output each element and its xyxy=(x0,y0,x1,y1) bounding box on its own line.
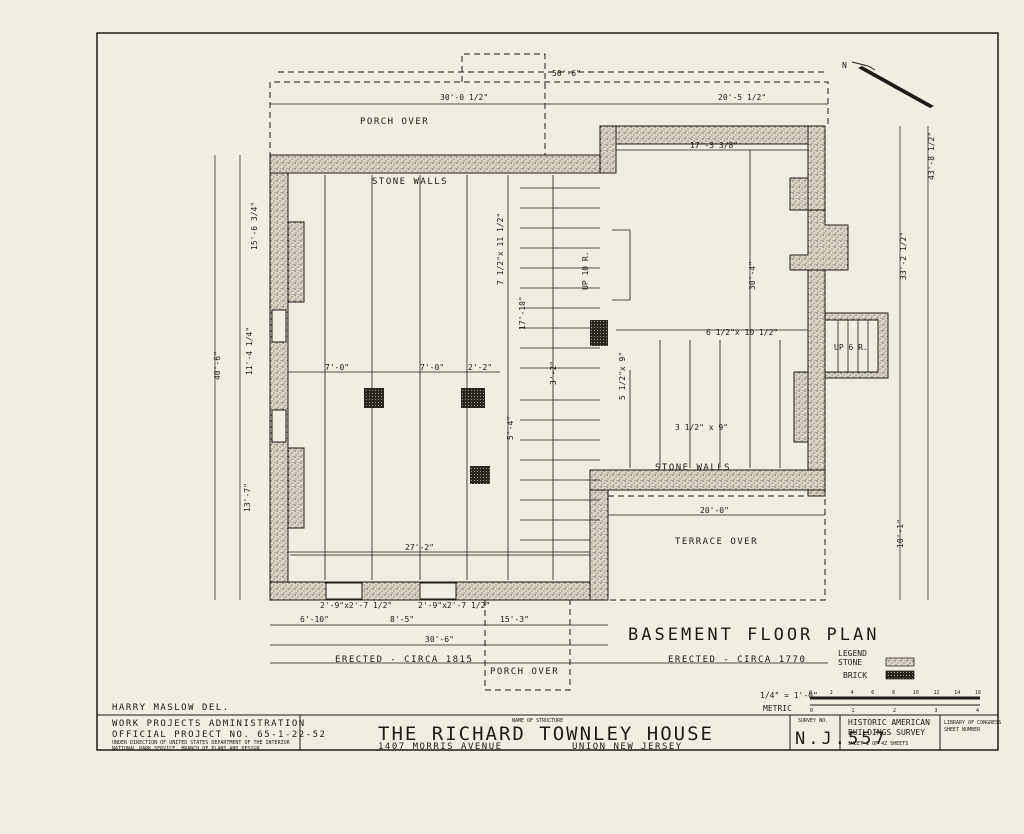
legend-brick-label: BRICK xyxy=(843,671,867,680)
dim-joist-2: 6 1/2"x 10 1/2" xyxy=(706,328,778,337)
north-label: N xyxy=(842,61,847,70)
terrace-over-label: TERRACE OVER xyxy=(675,537,758,547)
scale-tick-label: 12 xyxy=(934,690,940,696)
dim-bottom-seg-1: 6'-10" xyxy=(300,615,329,624)
porch-over-top-label: PORCH OVER xyxy=(360,117,429,127)
scale-tick-label: 10 xyxy=(913,690,919,696)
dim-left-overall: 40'-6" xyxy=(213,351,222,380)
dim-joist-4: 5 1/2"x 9" xyxy=(618,352,627,400)
structure-name: THE RICHARD TOWNLEY HOUSE xyxy=(378,723,714,745)
dim-inner-width: 27'-2" xyxy=(405,543,434,552)
erected-right-label: ERECTED - CIRCA 1770 xyxy=(668,655,806,665)
dim-right-seg-1: 33'-2 1/2" xyxy=(899,232,908,280)
agency-line-2: OFFICIAL PROJECT NO. 65-1-22-52 xyxy=(112,730,326,740)
title-block: HARRY MASLOW DEL. WORK PROJECTS ADMINIST… xyxy=(97,703,1001,752)
dim-bottom-seg-2: 8'-5" xyxy=(390,615,414,624)
scale-tick-label: 8 xyxy=(892,690,895,696)
survey-number: N.J.557 xyxy=(795,729,888,749)
agency-line-3: UNDER DIRECTION OF UNITED STATES DEPARTM… xyxy=(112,740,291,746)
location: UNION NEW JERSEY xyxy=(572,742,683,752)
dim-bay-3: 2'-2" xyxy=(468,363,492,372)
scale-tick-label: 2 xyxy=(830,690,833,696)
stone-walls-top-label: STONE WALLS xyxy=(372,177,448,187)
stone-walls xyxy=(269,125,889,601)
habs-line-2: BUILDINGS SURVEY xyxy=(848,728,925,737)
dim-right-overall: 43'-8 1/2" xyxy=(927,132,936,180)
agency-line-1: WORK PROJECTS ADMINISTRATION xyxy=(112,719,306,729)
brick-posts xyxy=(364,320,608,484)
scale-label: 1/4" = 1'-0" xyxy=(760,691,818,700)
dim-terrace-width: 20'-0" xyxy=(700,506,729,515)
dim-joist-1: 7 1/2"x 11 1/2" xyxy=(496,213,505,285)
dim-window-2: 2'-9"x2'-7 1/2" xyxy=(418,601,490,610)
north-arrow-icon: N xyxy=(842,61,934,108)
scale-metric-tick-label: 0 xyxy=(810,708,813,714)
dimension-lines xyxy=(214,103,929,664)
scale-metric-label: METRIC xyxy=(763,704,792,713)
legend-stone-swatch xyxy=(885,657,915,667)
porch-outline-bottom xyxy=(484,600,571,691)
sheet-line: SHEET 1 OF 4Z SHEETS xyxy=(848,741,908,747)
stair-up-label: UP 6 R. xyxy=(834,343,868,352)
stone-walls-right-label: STONE WALLS xyxy=(655,463,731,473)
erected-left-label: ERECTED - CIRCA 1815 xyxy=(335,655,473,665)
dim-top-right: 20'-5 1/2" xyxy=(718,93,766,102)
scale-metric-tick-label: 4 xyxy=(976,708,979,714)
dim-joist-3: 3 1/2" x 9" xyxy=(675,423,728,432)
stair-treads xyxy=(520,187,869,541)
dim-left-seg-1: 15'-6 3/4" xyxy=(250,202,259,250)
survey-caption: SURVEY NO. xyxy=(798,718,828,724)
legend-brick-swatch xyxy=(885,670,915,680)
dim-window-1: 2'-9"x2'-7 1/2" xyxy=(320,601,392,610)
habs-line-1: HISTORIC AMERICAN xyxy=(848,718,930,727)
right-joists xyxy=(612,150,808,468)
dim-overall-top: 50'-6" xyxy=(552,69,581,78)
scale-tick-label: 4 xyxy=(851,690,854,696)
scale-metric-tick-label: 3 xyxy=(935,708,938,714)
scale-tick-label: 6 xyxy=(871,690,874,696)
porch-over-bottom-label: PORCH OVER xyxy=(490,667,559,677)
delineator: HARRY MASLOW DEL. xyxy=(112,703,230,713)
dim-top-left: 30'-0 1/2" xyxy=(440,93,488,102)
address: 1407 MORRIS AVENUE xyxy=(378,742,503,752)
scale-tick-label: 16 xyxy=(975,690,981,696)
dim-right-seg-2: 10'-1" xyxy=(896,519,905,548)
scale-metric-tick-label: 1 xyxy=(852,708,855,714)
floor-joists xyxy=(288,175,590,580)
dim-right-room-depth: 30'-4" xyxy=(748,261,757,290)
agency-line-4: NATIONAL PARK SERVICE, BRANCH OF PLANS A… xyxy=(112,746,260,752)
dim-bottom-seg-3: 15'-3" xyxy=(500,615,529,624)
scale-metric-tick-label: 2 xyxy=(893,708,896,714)
legend: LEGEND STONE BRICK xyxy=(838,649,915,680)
sheet-border xyxy=(96,32,999,751)
dim-right-room-width: 17'-3 3/8" xyxy=(690,141,738,150)
scale-tick-label: 14 xyxy=(954,690,960,696)
dim-bay-2: 7'-0" xyxy=(420,363,444,372)
structure-caption: NAME OF STRUCTURE xyxy=(512,718,563,724)
drawing-title: BASEMENT FLOOR PLAN xyxy=(628,625,879,645)
dim-mid-depth: 3'-2" xyxy=(549,361,558,385)
dim-left-seg-2: 11'-4 1/4" xyxy=(245,327,254,375)
porch-outline-top xyxy=(269,53,829,158)
dim-mid-5-4: 5'-4" xyxy=(506,416,515,440)
stair-up-2-label: UP 10 R. xyxy=(581,251,590,290)
legend-heading: LEGEND xyxy=(838,649,867,658)
dim-inner-depth: 17'-10" xyxy=(518,296,527,330)
library-line-2: SHEET NUMBER xyxy=(944,727,981,733)
dim-bottom-overall: 30'-6" xyxy=(425,635,454,644)
dim-left-seg-3: 13'-7" xyxy=(243,483,252,512)
scale-tick-label: 0 xyxy=(809,690,812,696)
dim-bay-1: 7'-0" xyxy=(325,363,349,372)
window-openings xyxy=(271,309,457,600)
library-line-1: LIBRARY OF CONGRESS xyxy=(944,720,1001,726)
legend-stone-label: STONE xyxy=(838,658,862,667)
